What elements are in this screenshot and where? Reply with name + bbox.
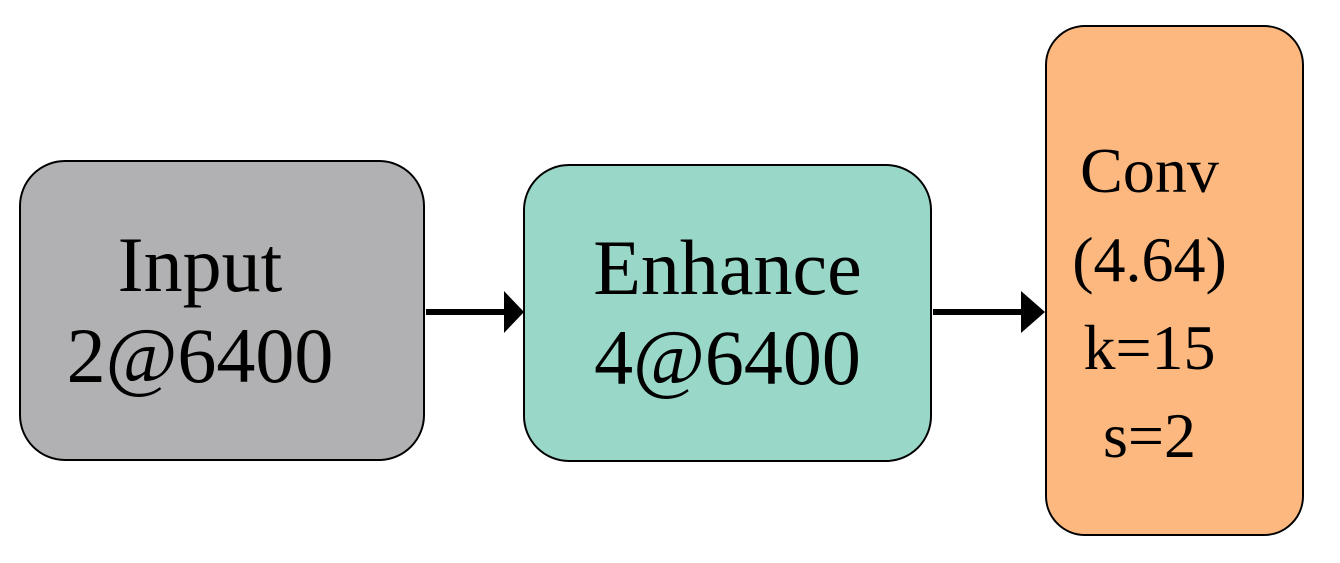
- node-input-shape: 2@6400: [66, 311, 334, 399]
- arrow-head-icon: [1021, 291, 1045, 333]
- node-input: Input 2@6400: [19, 160, 425, 461]
- node-input-name: Input: [117, 221, 283, 309]
- node-enhance: Enhance 4@6400: [523, 164, 932, 462]
- arrow-input-to-enhance: [426, 291, 524, 333]
- node-conv-kernel: k=15: [1083, 312, 1216, 383]
- node-enhance-shape: 4@6400: [594, 314, 861, 401]
- node-enhance-name: Enhance: [593, 223, 862, 311]
- arrow-enhance-to-conv: [933, 291, 1045, 333]
- arrow-head-icon: [504, 291, 524, 333]
- node-conv-name: Conv: [1080, 135, 1219, 207]
- node-conv-channels: (4.64): [1072, 223, 1227, 295]
- node-conv-stride: s=2: [1103, 400, 1196, 472]
- node-conv: Conv (4.64) k=15 s=2: [1045, 25, 1304, 536]
